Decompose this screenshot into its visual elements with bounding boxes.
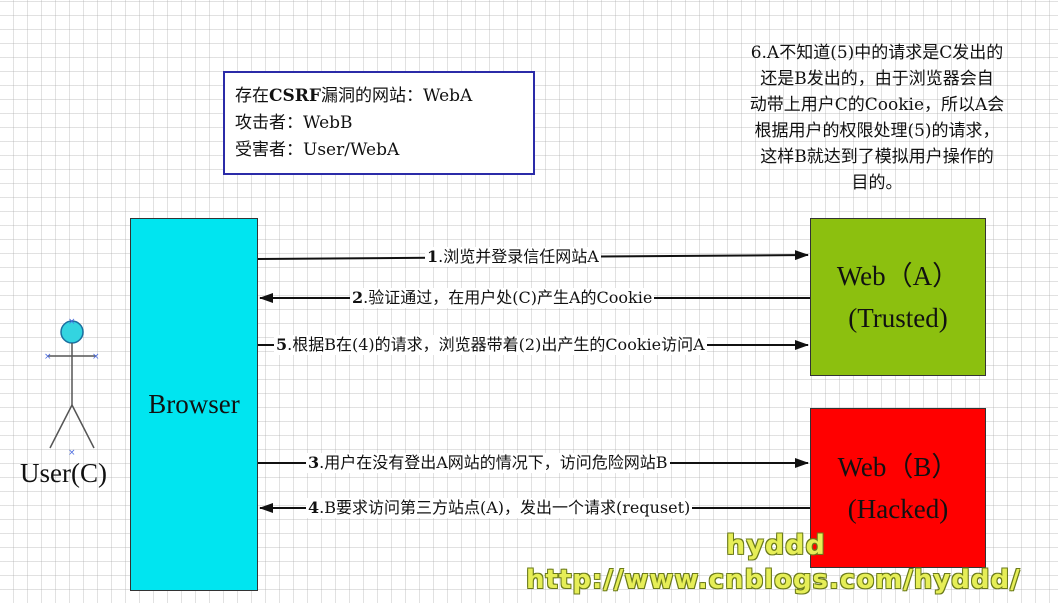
web-b-title: Web（B） — [837, 452, 959, 482]
step-5-label: 5.根据B在(4)的请求，浏览器带着(2)出产生的Cookie访问A — [274, 335, 707, 355]
note-line: 这样B就达到了模拟用户操作的 — [760, 147, 994, 167]
note-line: 还是B发出的，由于浏览器会自 — [760, 69, 994, 89]
step-4-label: 4.B要求访问第三方站点(A)，发出一个请求(requset) — [306, 498, 693, 518]
note-line: 6.A不知道(5)中的请求是C发出的 — [750, 43, 1004, 63]
svg-text:×: × — [44, 352, 52, 362]
svg-text:×: × — [68, 317, 76, 327]
csrf-info-box: 存在CSRF漏洞的网站：WebA 攻击者：WebB 受害者：User/WebA — [223, 71, 535, 175]
watermark-url: http://www.cnblogs.com/hyddd/ — [526, 565, 1021, 595]
victim-line: 受害者：User/WebA — [235, 140, 400, 160]
watermark-name: hyddd — [726, 530, 826, 561]
svg-text:×: × — [92, 352, 100, 362]
step-1-label: 1.浏览并登录信任网站A — [425, 247, 601, 267]
note-line: 根据用户的权限处理(5)的请求， — [754, 121, 1000, 141]
web-a-title: Web（A） — [836, 261, 960, 291]
user-stick-figure: × × × × — [44, 317, 100, 458]
step-6-note: 6.A不知道(5)中的请求是C发出的 还是B发出的，由于浏览器会自 动带上用户C… — [712, 40, 1042, 196]
attacker-line: 攻击者：WebB — [235, 113, 353, 133]
web-a-trusted-box: Web（A） (Trusted) — [810, 218, 986, 376]
web-b-hacked-box: Web（B） (Hacked) — [810, 408, 986, 568]
note-line: 目的。 — [851, 173, 903, 193]
note-line: 动带上用户C的Cookie，所以A会 — [749, 95, 1005, 115]
vulnerable-site-line: 存在CSRF漏洞的网站：WebA — [235, 86, 473, 106]
svg-text:×: × — [68, 448, 76, 458]
browser-box: Browser — [130, 218, 258, 591]
step-3-label: 3.用户在没有登出A网站的情况下，访问危险网站B — [306, 453, 670, 473]
browser-label: Browser — [148, 389, 240, 419]
step-2-label: 2.验证通过，在用户处(C)产生A的Cookie — [350, 288, 655, 308]
web-a-subtitle: (Trusted) — [848, 303, 948, 333]
user-label: User(C) — [20, 458, 107, 488]
web-b-subtitle: (Hacked) — [847, 494, 949, 524]
